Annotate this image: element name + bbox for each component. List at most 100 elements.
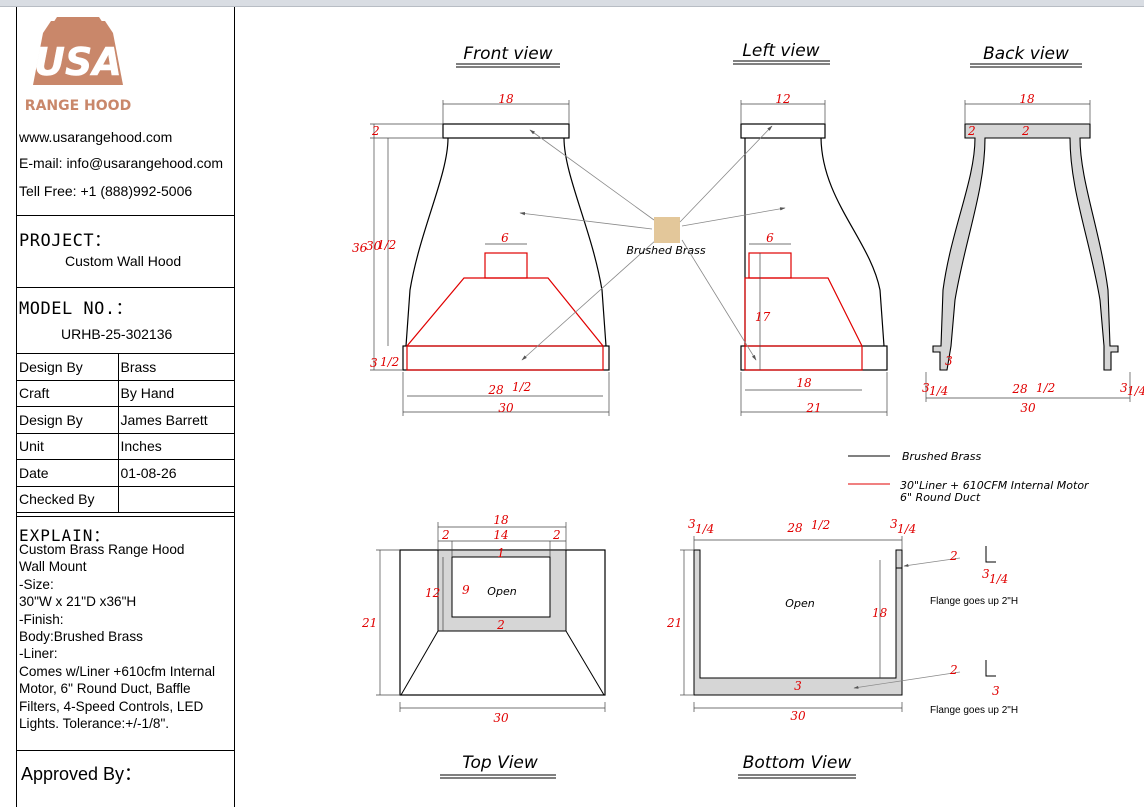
dim-bottom-depth: 21: [666, 616, 682, 630]
dim-fraction: 1/2: [377, 238, 396, 252]
explain-line: Motor, 6" Round Duct, Baffle: [19, 681, 191, 697]
brushed-brass-swatch: [654, 217, 680, 243]
dim-fraction: 1/4: [695, 522, 714, 536]
explain-line: Lights. Tolerance:+/-1/8".: [19, 716, 170, 732]
flange-note-1: Flange goes up 2"H: [930, 596, 1018, 607]
row-label: Date: [17, 459, 119, 487]
row-value: By Hand: [117, 379, 234, 407]
left-dims: 12 6 17 18 21: [755, 92, 822, 415]
row-value: 01-08-26: [117, 459, 234, 487]
dim-top-c: 2: [552, 528, 561, 542]
dim-fraction: 1/4: [897, 522, 916, 536]
dim-back-width: 30: [1020, 401, 1036, 415]
explain-line: Comes w/Liner +610cfm Internal: [19, 663, 216, 679]
top-open-label: Open: [487, 585, 516, 598]
dim-front-collar: 2: [371, 124, 380, 138]
dim-left-top: 12: [775, 92, 790, 106]
dim-bottom-inner: 28: [786, 521, 803, 535]
material-label: Brushed Brass: [626, 244, 706, 257]
company-logo: USA RANGE HOOD: [23, 15, 133, 125]
dim-back-flange-h: 3: [945, 354, 953, 368]
project-section: PROJECT： Custom Wall Hood: [17, 215, 234, 287]
dim-left-duct: 6: [766, 231, 774, 245]
phone-text: Tell Free: +1 (888)992-5006: [19, 183, 193, 199]
dim-bottom-base: 3: [794, 679, 802, 693]
dim-left-depth: 21: [805, 401, 821, 415]
dim-fraction: 1/2: [1036, 381, 1055, 395]
row-value: [117, 485, 234, 513]
dim-bottom-width: 30: [790, 709, 806, 723]
model-value: URHB-25-302136: [61, 326, 173, 342]
material-callout: Brushed Brass: [626, 217, 706, 257]
project-value: Custom Wall Hood: [65, 253, 182, 269]
explain-line: Body:Brushed Brass: [19, 629, 143, 645]
dim-left-liner-d: 18: [796, 376, 812, 390]
approved-label: Approved By：: [21, 764, 143, 784]
dim-fraction: 1/2: [512, 380, 531, 394]
approved-section: [17, 750, 234, 807]
website-text[interactable]: www.usarangehood.com: [19, 129, 173, 145]
dim-front-liner: 28: [487, 383, 504, 397]
legend-red-label-1: 30"Liner + 610CFM Internal Motor: [900, 479, 1090, 492]
bottom-open-label: Open: [785, 597, 814, 610]
explain-line: Wall Mount: [19, 559, 87, 575]
dim-top-a: 2: [441, 528, 450, 542]
dim-left-liner-h: 17: [755, 310, 771, 324]
explain-text: Custom Brass Range Hood Wall Mount -Size…: [19, 541, 234, 732]
dim-fraction: 1/4: [1127, 384, 1144, 398]
window-top-bar: [0, 0, 1144, 7]
project-label: PROJECT：: [19, 231, 112, 251]
dim-back-wall: 3: [922, 381, 930, 395]
row-label: Craft: [17, 379, 119, 407]
dim-fraction: 1/2: [811, 518, 830, 532]
back-view-title: Back view: [983, 44, 1069, 64]
dim-top-b: 14: [493, 528, 508, 542]
top-view-title: Top View: [462, 753, 538, 773]
dim-back-wall: 3: [1120, 381, 1128, 395]
dim-flange1-b: 3: [982, 567, 990, 581]
front-view: [370, 100, 657, 416]
title-block: USA RANGE HOOD www.usarangehood.com E-ma…: [16, 7, 235, 807]
dim-front-height-body: 30: [366, 239, 382, 253]
dim-fraction: 1/4: [929, 384, 948, 398]
dim-front-duct: 6: [501, 231, 509, 245]
dim-front-bottom-h: 3: [370, 356, 378, 370]
dim-back-collar: 2: [967, 124, 976, 138]
left-view: [679, 100, 888, 416]
bottom-view-title: Bottom View: [743, 753, 852, 773]
email-text[interactable]: E-mail: info@usarangehood.com: [19, 155, 224, 171]
top-dims: 18 2 14 2 1 12 9 2 21 30: [361, 513, 561, 725]
explain-label: EXPLAIN：: [19, 526, 111, 545]
explain-line: -Size:: [19, 576, 54, 592]
dim-back-inner: 28: [1011, 382, 1028, 396]
logo-letters: USA: [34, 40, 122, 84]
model-label: MODEL NO.：: [19, 299, 134, 319]
dim-top-top: 18: [493, 513, 509, 527]
bottom-view: Open Flange goes up 2"H Flange goes up 2…: [680, 536, 1018, 716]
dim-top-d: 1: [497, 546, 505, 560]
dim-bottom-wall-r: 3: [890, 517, 898, 531]
dim-flange2-a: 2: [949, 663, 958, 677]
front-dims: 18 2 36 30 1/2 3 1/2 6 28 1/2 30: [352, 92, 531, 415]
back-dims: 18 2 2 3 3 1/4 28 1/2 3 1/4 30: [922, 92, 1144, 415]
dim-front-width: 30: [498, 401, 514, 415]
logo-subtitle: RANGE HOOD: [25, 98, 131, 114]
explain-line: -Finish:: [19, 611, 64, 627]
row-value: James Barrett: [117, 406, 234, 434]
row-label: Checked By: [17, 485, 119, 513]
legend: Brushed Brass 30"Liner + 610CFM Internal…: [848, 450, 1090, 504]
dim-top-depth: 21: [361, 616, 377, 630]
legend-red-label-2: 6" Round Duct: [900, 491, 981, 504]
dim-fraction: 1/2: [380, 355, 399, 369]
top-view: Open: [376, 522, 606, 712]
dim-front-height-total: 36: [352, 241, 368, 255]
dim-flange1-a: 2: [949, 549, 958, 563]
dim-top-g: 2: [496, 618, 505, 632]
bottom-dims: 3 1/4 28 1/2 3 1/4 21 18 3 30 2 3 1/4 2 …: [666, 517, 1008, 723]
